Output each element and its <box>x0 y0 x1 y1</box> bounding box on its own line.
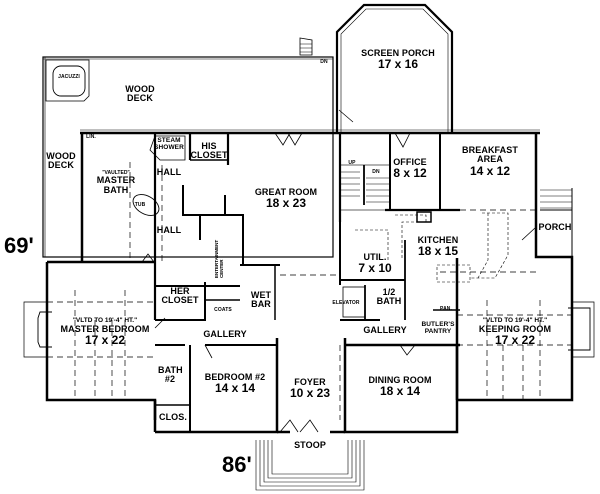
room-note: "VLTD TO 19'-4" HT." <box>482 317 548 324</box>
room-dimensions: 18 x 14 <box>379 384 421 399</box>
room-name: CLOS. <box>158 412 187 422</box>
room-linen: LIN. <box>84 134 98 140</box>
room-breakfast-area: BREAKFAST AREA 14 x 12 <box>460 145 520 178</box>
room-name: 1/2 BATH <box>376 287 402 307</box>
room-name: BEDROOM #2 <box>204 372 266 382</box>
room-name: BUTLER'S PANTRY <box>421 321 455 335</box>
wood-deck-outline <box>42 56 334 258</box>
room-dimensions: 7 x 10 <box>358 261 392 276</box>
room-name: WET BAR <box>250 290 272 310</box>
room-name: HALL <box>156 225 182 235</box>
room-name: KITCHEN <box>417 235 459 245</box>
room-name: BREAKFAST AREA <box>462 145 518 165</box>
room-master-bedroom: "VLTD TO 19'-4" HT." MASTER BEDROOM 17 x… <box>55 317 155 348</box>
room-name: WOOD DECK <box>46 151 76 171</box>
room-gallery-left: GALLERY <box>200 329 250 339</box>
room-name: BATH #2 <box>158 365 183 385</box>
room-pantry: PAN. <box>437 306 455 312</box>
entertainment-center-label: ENTERTAINMENT CENTER <box>214 239 224 278</box>
room-closet: CLOS. <box>158 412 188 422</box>
room-name: DINING ROOM <box>368 375 432 385</box>
room-dimensions: 18 x 15 <box>417 244 459 259</box>
room-bedroom2: BEDROOM #2 14 x 14 <box>198 372 272 396</box>
room-name: STEAM SHOWER <box>154 137 184 151</box>
room-porch: PORCH <box>538 222 572 232</box>
room-foyer: FOYER 10 x 23 <box>282 377 338 401</box>
room-name: UTIL. <box>363 252 387 262</box>
room-wood-deck-top: WOOD DECK <box>120 84 160 104</box>
room-name: ELEVATOR <box>332 300 360 306</box>
room-note: "VLTD TO 19'-4" HT." <box>72 317 138 324</box>
room-dimensions: 14 x 14 <box>214 381 256 396</box>
room-hall-lower: HALL <box>155 225 183 235</box>
room-name: GALLERY <box>363 325 407 335</box>
screen-porch-outline <box>335 3 454 133</box>
room-coats: COATS <box>208 307 238 313</box>
room-butlers-pantry: BUTLER'S PANTRY <box>418 321 458 336</box>
room-his-closet: HIS CLOSET <box>190 141 228 161</box>
room-wood-deck-side: WOOD DECK <box>44 151 78 171</box>
room-dimensions: 8 x 12 <box>393 166 427 181</box>
room-keeping-room: "VLTD TO 19'-4" HT." KEEPING ROOM 17 x 2… <box>465 317 565 348</box>
room-name: COATS <box>214 307 232 313</box>
room-bath2: BATH #2 <box>158 365 183 385</box>
room-name: LIN. <box>86 134 96 140</box>
room-name: STOOP <box>294 440 326 450</box>
room-name: JACUZZI <box>58 74 80 80</box>
jacuzzi-label: JACUZZI <box>52 74 86 80</box>
room-name: HALL <box>156 167 182 177</box>
room-great-room: GREAT ROOM 18 x 23 <box>246 187 326 211</box>
room-name: GREAT ROOM <box>254 187 318 197</box>
room-name: TUB <box>134 202 146 208</box>
room-name: MASTER BATH <box>96 175 136 195</box>
room-name: SCREEN PORCH <box>361 48 435 58</box>
deck-stair-down-label: DN <box>320 59 328 65</box>
jacuzzi-outline <box>45 59 90 102</box>
room-name: HER CLOSET <box>161 286 199 306</box>
room-dimensions: 17 x 16 <box>377 57 419 72</box>
room-dimensions: 17 x 22 <box>84 333 126 348</box>
room-kitchen: KITCHEN 18 x 15 <box>410 235 466 259</box>
tub-outline <box>132 194 160 216</box>
room-dimensions: 14 x 12 <box>469 163 511 178</box>
room-name: FOYER <box>294 377 326 387</box>
room-name: WOOD DECK <box>125 84 155 104</box>
room-name: HIS CLOSET <box>190 141 228 161</box>
stair-down-label: DN <box>372 169 380 175</box>
room-screen-porch: SCREEN PORCH 17 x 16 <box>358 48 438 72</box>
room-half-bath: 1/2 BATH <box>374 287 404 307</box>
room-dining-room: DINING ROOM 18 x 14 <box>360 375 440 399</box>
room-util: UTIL. 7 x 10 <box>355 252 395 276</box>
room-dimensions: 18 x 23 <box>265 196 307 211</box>
overall-width-dimension: 86' <box>222 452 252 477</box>
room-hall-upper: HALL <box>155 167 183 177</box>
elevator-label: ELEVATOR <box>328 300 364 306</box>
room-dimensions: 17 x 22 <box>494 333 536 348</box>
room-name: PAN. <box>440 306 452 312</box>
room-name: GALLERY <box>203 329 247 339</box>
room-name: OFFICE <box>393 157 427 167</box>
stair-up-label: UP <box>348 160 356 166</box>
overall-depth-dimension: 69' <box>4 233 34 258</box>
room-note: "VAULTED" <box>102 170 130 176</box>
room-name: PORCH <box>538 222 572 232</box>
room-stoop: STOOP <box>285 440 335 450</box>
room-name: MASTER BEDROOM <box>60 323 150 334</box>
room-her-closet: HER CLOSET <box>160 286 200 306</box>
tub-label: TUB <box>130 202 150 208</box>
room-wet-bar: WET BAR <box>248 290 274 310</box>
room-name: KEEPING ROOM <box>478 323 552 334</box>
room-steam-shower: STEAM SHOWER <box>153 137 185 152</box>
room-dimensions: 10 x 23 <box>289 386 331 401</box>
room-office: OFFICE 8 x 12 <box>388 157 432 181</box>
room-gallery-right: GALLERY <box>360 325 410 335</box>
room-master-bath: "VAULTED" MASTER BATH <box>92 170 140 195</box>
